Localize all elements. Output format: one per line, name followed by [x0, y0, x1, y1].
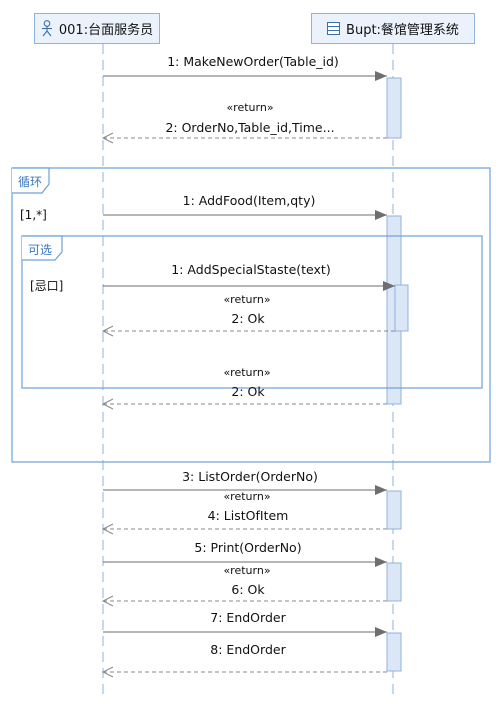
message-label: 1: AddSpecialStaste(text)	[171, 262, 331, 277]
opt-fragment	[21, 235, 483, 389]
loop-fragment-label: 循环	[18, 175, 43, 189]
return-stereotype: «return»	[223, 293, 271, 306]
arrowhead	[383, 281, 395, 291]
message-label: 2: Ok	[231, 384, 265, 399]
arrowhead	[375, 210, 387, 220]
activation-bar	[386, 77, 402, 139]
arrowhead	[375, 485, 387, 495]
participant-label: 001:台面服务员	[58, 23, 154, 38]
opt-fragment-tab	[22, 235, 63, 261]
activation-bar	[386, 632, 402, 672]
arrowhead	[101, 666, 114, 678]
arrowhead	[101, 132, 114, 144]
message-label: 5: Print(OrderNo)	[194, 540, 302, 555]
return-stereotype: «return»	[223, 366, 271, 379]
arrowhead	[101, 523, 114, 535]
return-stereotype: «return»	[223, 564, 271, 577]
participant-waiter[interactable]: 001:台面服务员	[34, 13, 160, 44]
activation-bar	[386, 490, 402, 530]
return-stereotype: «return»	[226, 101, 274, 114]
loop-fragment	[11, 167, 491, 463]
message-label: 2: Ok	[231, 311, 265, 326]
arrowhead	[375, 627, 387, 637]
message-label: 2: OrderNo,Table_id,Time...	[165, 120, 335, 135]
arrowhead	[375, 71, 387, 81]
message-label: 8: EndOrder	[210, 642, 286, 657]
participant-system[interactable]: Bupt:餐馆管理系统	[311, 13, 475, 44]
message-label: 1: MakeNewOrder(Table_id)	[167, 54, 339, 69]
arrowhead	[101, 325, 114, 337]
class-icon	[327, 22, 341, 35]
opt-fragment-label: 可选	[28, 243, 53, 257]
message-label: 7: EndOrder	[210, 610, 286, 625]
opt-guard: [忌口]	[30, 279, 64, 293]
activation-bar-nested	[394, 284, 409, 332]
message-label: 3: ListOrder(OrderNo)	[182, 469, 318, 484]
activation-bar	[386, 562, 402, 602]
loop-guard: [1,*]	[20, 208, 47, 222]
participant-label: Bupt:餐馆管理系统	[346, 23, 459, 38]
loop-fragment-tab	[12, 167, 50, 194]
actor-icon	[41, 20, 53, 37]
message-label: 4: ListOfItem	[207, 508, 289, 523]
arrowhead	[375, 557, 387, 567]
arrowhead	[101, 398, 114, 410]
message-label: 6: Ok	[231, 582, 265, 597]
message-label: 1: AddFood(Item,qty)	[182, 193, 316, 208]
return-stereotype: «return»	[223, 490, 271, 503]
arrowhead	[101, 595, 114, 607]
